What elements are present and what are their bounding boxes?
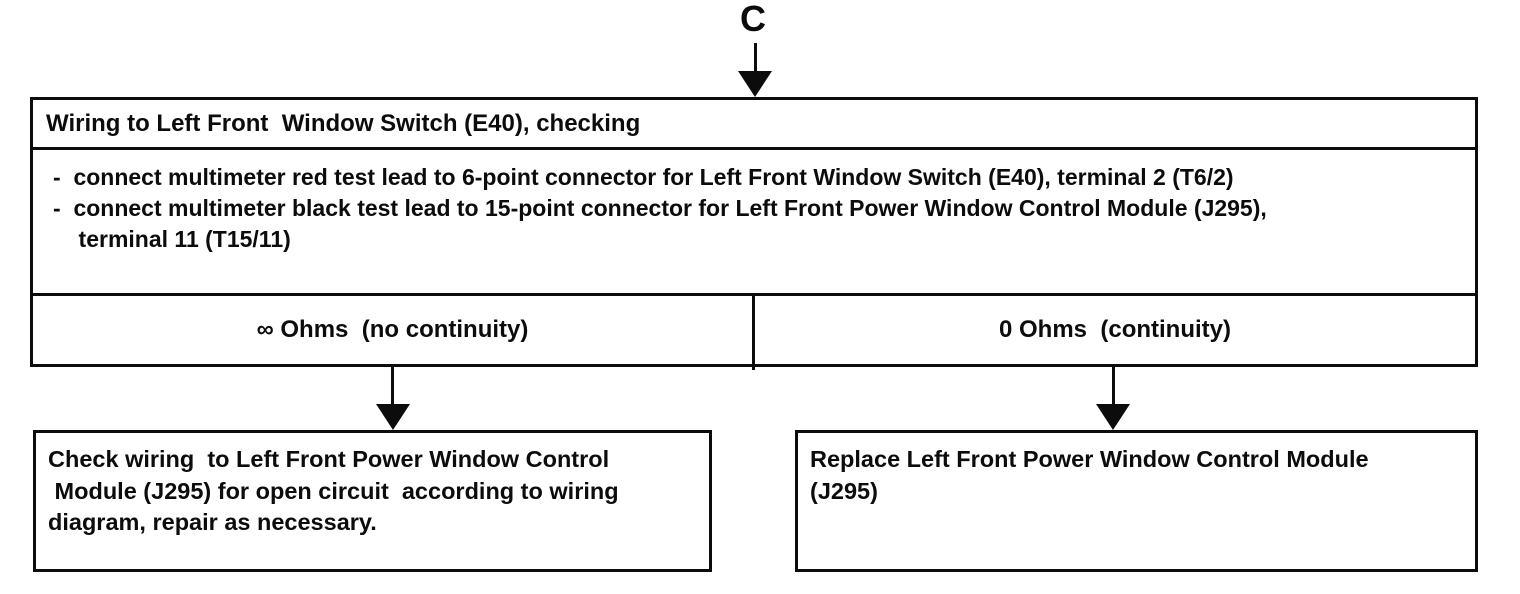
result-line: Replace Left Front Power Window Control …: [810, 446, 1369, 472]
result-line: Module (J295) for open circuit according…: [48, 477, 619, 504]
down-arrow-icon: [738, 71, 772, 97]
result-line: Check wiring to Left Front Power Window …: [48, 446, 610, 472]
step-line: - connect multimeter black test lead to …: [53, 195, 1267, 221]
outcome-row: ∞ Ohms (no continuity) 0 Ohms (continuit…: [33, 296, 1475, 370]
result-line: diagram, repair as necessary.: [48, 509, 377, 535]
step-line: terminal 11 (T15/11): [53, 226, 291, 252]
outcome-continuity: 0 Ohms (continuity): [998, 316, 1231, 343]
down-arrow-icon: [1096, 404, 1130, 430]
procedure-steps: - connect multimeter red test lead to 6-…: [33, 150, 1475, 296]
procedure-title: Wiring to Left Front Window Switch (E40)…: [33, 100, 1475, 150]
result-box-replace-module: Replace Left Front Power Window Control …: [795, 430, 1478, 572]
entry-label: C: [740, 0, 767, 39]
outcome-no-continuity: ∞ Ohms (no continuity): [33, 296, 755, 370]
branch-arrow-line-right: [1112, 367, 1115, 407]
result-line: (J295): [810, 477, 878, 504]
branch-arrow-line-left: [391, 367, 394, 407]
result-box-check-wiring: Check wiring to Left Front Power Window …: [33, 430, 712, 572]
procedure-box: Wiring to Left Front Window Switch (E40)…: [30, 97, 1478, 370]
down-arrow-icon: [376, 404, 410, 430]
step-line: - connect multimeter red test lead to 6-…: [53, 164, 1234, 190]
entry-arrow-line: [754, 43, 757, 76]
